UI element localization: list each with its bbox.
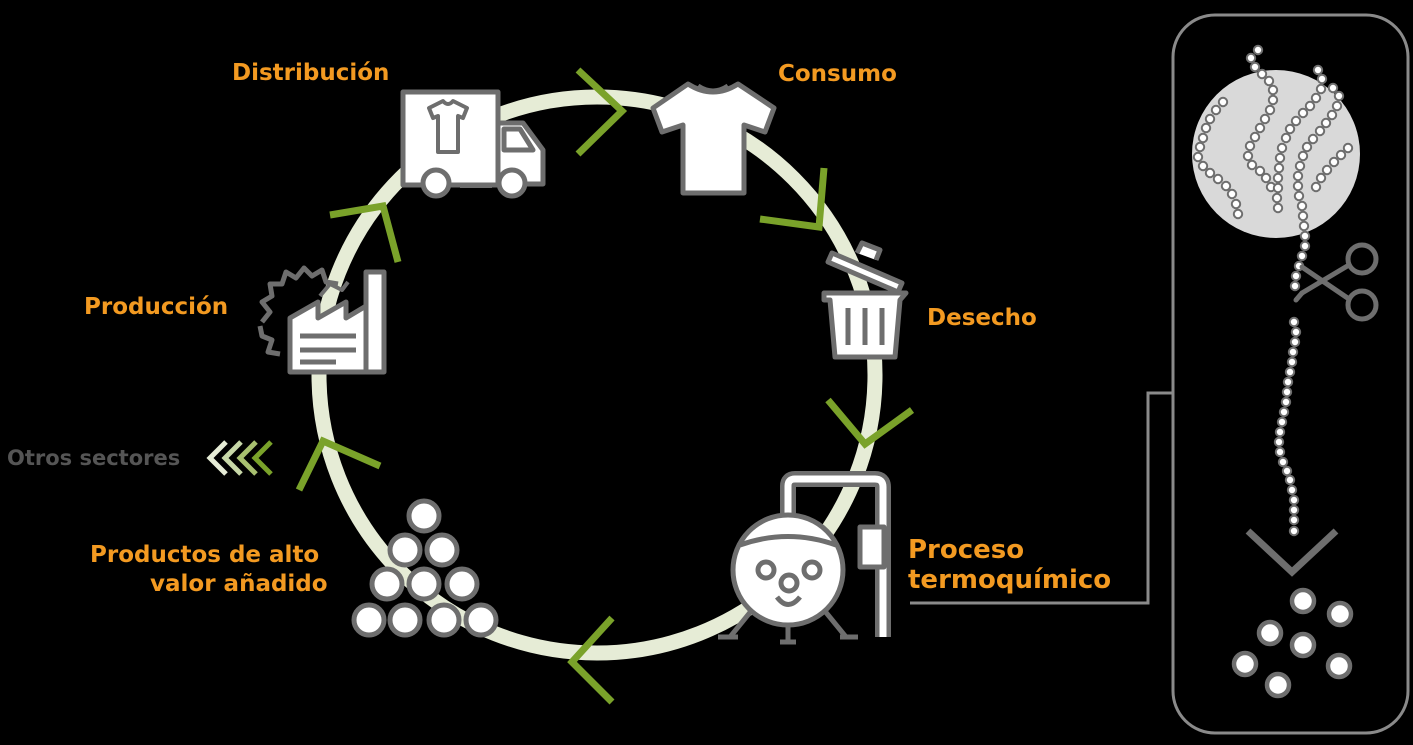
stage-label-distribucion: Distribución xyxy=(232,60,390,86)
stage-label-consumo: Consumo xyxy=(778,61,897,87)
chevron-down-icon xyxy=(1245,528,1339,577)
molecules-icon xyxy=(1234,590,1351,696)
stage-label-productos-line2: valor añadido xyxy=(150,571,328,597)
stage-label-proceso-line1: Proceso xyxy=(908,535,1025,565)
stage-label-desecho: Desecho xyxy=(927,305,1037,331)
detail-panel xyxy=(1171,13,1410,735)
delivery-truck-icon xyxy=(400,89,546,199)
panel-connector-line xyxy=(910,391,1173,605)
factory-icon xyxy=(257,265,387,375)
stage-label-produccion: Producción xyxy=(84,294,229,320)
cycle-ring xyxy=(311,89,883,661)
reactor-vessel-icon xyxy=(718,471,891,645)
cycle-arrow-3 xyxy=(825,397,915,449)
scissors-icon xyxy=(1293,242,1379,322)
cycle-arrow-1 xyxy=(575,67,628,157)
polymer-chains-icon xyxy=(1192,44,1360,537)
t-shirt-icon xyxy=(650,81,777,196)
cycle-arrow-2 xyxy=(759,167,828,231)
triple-chevron-left-icon xyxy=(206,440,273,476)
outflow-label: Otros sectores xyxy=(7,446,181,470)
cycle-arrow-5 xyxy=(295,436,382,492)
cycle-arrow-6 xyxy=(329,202,402,263)
cycle-arrow-4 xyxy=(567,615,615,705)
stage-label-productos-line1: Productos de alto xyxy=(90,542,320,568)
stage-label-proceso-line2: termoquímico xyxy=(908,565,1112,595)
pellets-pyramid-icon xyxy=(354,501,496,635)
trash-can-icon xyxy=(821,240,909,360)
